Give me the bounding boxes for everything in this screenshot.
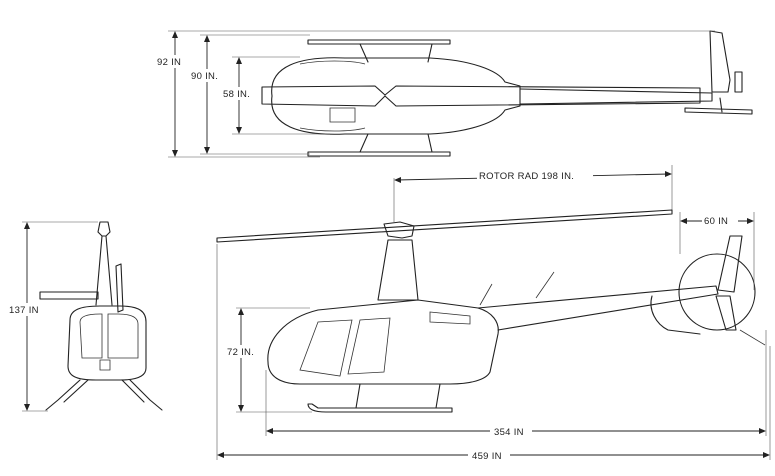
top-view: 92 IN 90 IN. 58 IN. — [156, 30, 753, 158]
side-view-tail-rotor-disk — [678, 253, 756, 331]
dim-label-rotor-radius: ROTOR RAD 198 IN. — [479, 171, 574, 182]
dim-label-58: 58 IN. — [223, 89, 250, 100]
side-view-rotor-hub — [383, 221, 415, 239]
top-view-skid-lower — [307, 133, 451, 157]
dim-label-459: 459 IN — [472, 451, 502, 462]
top-view-tailboom — [519, 88, 713, 105]
front-view-skids — [45, 379, 163, 411]
front-view-mast — [95, 221, 113, 306]
dim-label-137: 137 IN — [9, 305, 39, 316]
front-view-nose-light — [99, 359, 111, 371]
side-view-engine-bay — [429, 311, 471, 325]
top-view-canopy — [299, 60, 366, 132]
top-view-rotor-blade — [261, 85, 701, 107]
side-view-skids — [307, 383, 453, 413]
side-view-mast-fairing — [377, 239, 419, 301]
front-view: 137 IN — [8, 221, 163, 412]
top-view-tail-rotor — [734, 71, 743, 93]
side-view-tailboom — [477, 285, 719, 331]
top-view-fuselage — [271, 57, 521, 135]
top-view-door — [329, 107, 356, 123]
dim-label-72: 72 IN. — [227, 347, 254, 358]
dim-label-60: 60 IN — [704, 216, 728, 227]
rotor-radius-dimension: ROTOR RAD 198 IN. — [393, 165, 673, 222]
side-view-rotor-blade — [216, 209, 673, 243]
dim-label-354: 354 IN — [494, 427, 524, 438]
front-view-rotor-blade — [39, 291, 99, 300]
front-view-tail-rotor — [115, 263, 124, 313]
dim-label-92: 92 IN — [157, 57, 181, 68]
side-view-rear-window — [347, 317, 391, 375]
side-view: 60 IN 72 IN. 354 IN 459 IN — [216, 209, 771, 462]
top-view-stabilizer — [684, 97, 753, 115]
side-view-vertical-fin — [715, 235, 743, 331]
front-view-windshield — [79, 313, 139, 359]
top-view-tail-fin — [709, 30, 731, 93]
front-view-cabin — [67, 305, 147, 381]
dim-label-90: 90 IN. — [191, 71, 218, 82]
side-view-front-window — [299, 319, 353, 377]
side-view-fuselage — [267, 299, 499, 385]
top-view-skid-upper — [307, 39, 451, 63]
side-view-tail-gearbox — [650, 295, 701, 335]
